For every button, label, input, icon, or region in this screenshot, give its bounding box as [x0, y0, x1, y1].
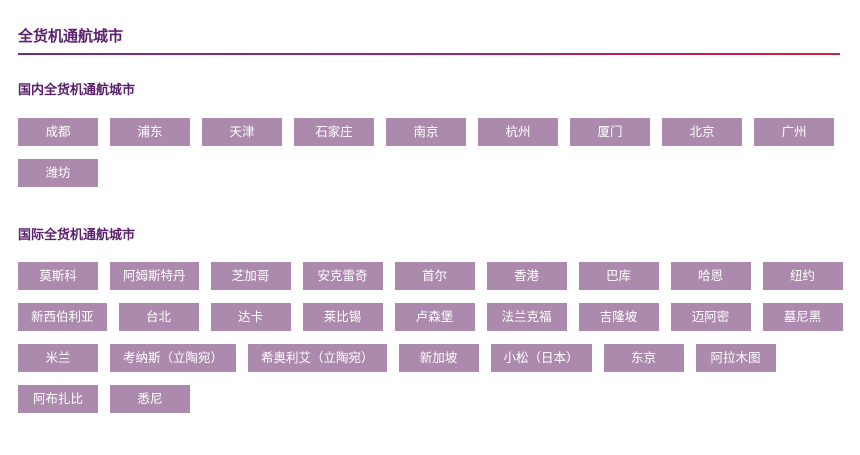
domestic-city-tag[interactable]: 北京: [662, 118, 742, 146]
domestic-city-tag[interactable]: 厦门: [570, 118, 650, 146]
domestic-city-tag[interactable]: 石家庄: [294, 118, 374, 146]
domestic-city-tag[interactable]: 潍坊: [18, 159, 98, 187]
international-city-tag[interactable]: 迈阿密: [670, 303, 751, 331]
international-city-tag[interactable]: 哈恩: [670, 262, 751, 290]
domestic-city-tag[interactable]: 南京: [386, 118, 466, 146]
domestic-city-tag[interactable]: 天津: [202, 118, 282, 146]
international-city-tag[interactable]: 小松（日本）: [490, 344, 592, 372]
international-city-tag[interactable]: 悉尼: [110, 385, 190, 413]
domestic-city-tag[interactable]: 浦东: [110, 118, 190, 146]
domestic-section-title: 国内全货机通航城市: [18, 83, 136, 98]
page-title: 全货机通航城市: [18, 27, 124, 45]
international-city-tag[interactable]: 新加坡: [398, 344, 479, 372]
international-city-tag[interactable]: 墓尼黑: [762, 303, 843, 331]
domestic-city-tag[interactable]: 成都: [18, 118, 98, 146]
international-city-tag[interactable]: 莱比锡: [302, 303, 383, 331]
international-city-tag[interactable]: 阿拉木图: [695, 344, 776, 372]
international-city-tag[interactable]: 台北: [118, 303, 199, 331]
international-city-tag[interactable]: 纽约: [762, 262, 843, 290]
international-city-tag[interactable]: 新西伯利亚: [18, 303, 107, 331]
international-city-tag[interactable]: 东京: [603, 344, 684, 372]
international-city-tag[interactable]: 阿姆斯特丹: [110, 262, 199, 290]
international-city-tag[interactable]: 考纳斯（立陶宛）: [110, 344, 237, 372]
international-city-tag[interactable]: 卢森堡: [394, 303, 475, 331]
international-city-tag[interactable]: 米兰: [18, 344, 98, 372]
international-city-tag[interactable]: 达卡: [210, 303, 291, 331]
domestic-city-list: 成都浦东天津石家庄南京杭州厦门北京广州潍坊: [18, 118, 858, 187]
domestic-city-tag[interactable]: 杭州: [478, 118, 558, 146]
title-divider: [18, 53, 840, 55]
international-city-tag[interactable]: 安克雷奇: [302, 262, 383, 290]
international-city-tag[interactable]: 吉隆坡: [578, 303, 659, 331]
international-city-tag[interactable]: 首尔: [394, 262, 475, 290]
international-city-tag[interactable]: 巴库: [578, 262, 659, 290]
international-city-tag[interactable]: 阿布扎比: [18, 385, 98, 413]
international-city-tag[interactable]: 莫斯科: [18, 262, 98, 290]
international-city-tag[interactable]: 法兰克福: [486, 303, 567, 331]
domestic-city-tag[interactable]: 广州: [754, 118, 834, 146]
international-city-tag[interactable]: 香港: [486, 262, 567, 290]
international-city-tag[interactable]: 希奥利艾（立陶宛）: [248, 344, 387, 372]
international-city-list: 莫斯科阿姆斯特丹芝加哥安克雷奇首尔香港巴库哈恩纽约新西伯利亚台北达卡莱比锡卢森堡…: [18, 262, 858, 413]
international-section-title: 国际全货机通航城市: [18, 228, 136, 243]
international-city-tag[interactable]: 芝加哥: [210, 262, 291, 290]
